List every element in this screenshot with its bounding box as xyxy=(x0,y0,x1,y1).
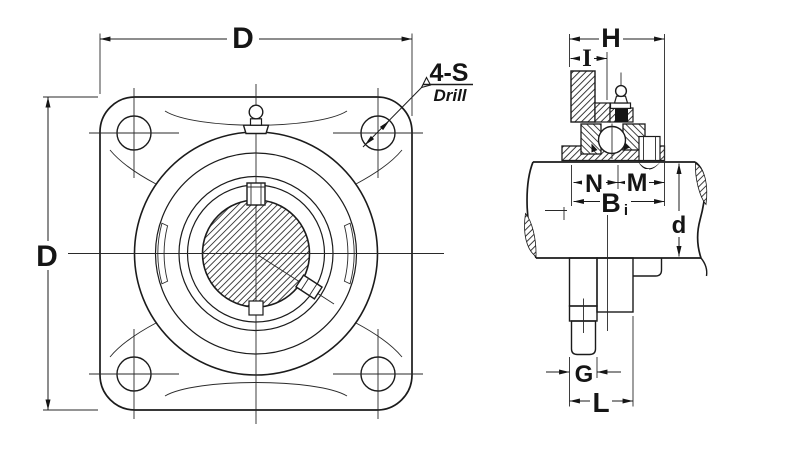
bore-relief-notch xyxy=(248,300,264,316)
dim-D-width-label: D xyxy=(232,22,254,55)
dim-H-label: H xyxy=(601,23,621,53)
diameter-arrow xyxy=(379,120,390,131)
dim-B-label: B xyxy=(601,188,621,218)
flange-step-section xyxy=(594,102,611,123)
grease-fitting-front xyxy=(242,104,270,135)
dim-N-label: N xyxy=(585,170,603,198)
dim-M-label: M xyxy=(627,169,648,197)
side-section-view xyxy=(524,70,708,356)
collar-below xyxy=(633,258,663,277)
shaft-break-left xyxy=(524,212,537,258)
dimension-H: H xyxy=(569,23,665,206)
dimension-L: L xyxy=(569,316,634,418)
dimension-d: d xyxy=(670,163,688,257)
lower-flange-and-bolt xyxy=(563,207,663,356)
set-screw-angled xyxy=(257,254,335,305)
front-view: 4-S Drill xyxy=(68,59,473,424)
shaft-break-right xyxy=(695,162,708,206)
dim-L-label: L xyxy=(592,387,609,418)
drill-note-label: Drill xyxy=(433,86,467,105)
seal-left xyxy=(591,143,598,153)
grease-fitting-side xyxy=(609,72,632,110)
boss-below xyxy=(596,257,634,313)
collar-set-screw xyxy=(637,135,662,170)
bolt-head xyxy=(570,320,597,356)
dimension-D-height: D xyxy=(32,96,98,411)
dim-I-label: I xyxy=(582,45,592,72)
dimension-B: B i xyxy=(573,188,665,219)
dimension-M: M xyxy=(618,169,665,197)
diameter-arrow xyxy=(364,135,375,146)
drill-callout-label: 4-S xyxy=(430,59,469,87)
dim-D-height-label: D xyxy=(36,240,58,273)
dim-d-label: d xyxy=(672,212,687,239)
flange-section xyxy=(570,70,596,123)
drill-leader: 4-S Drill xyxy=(362,59,473,148)
grease-thread xyxy=(615,108,628,122)
bolt-hole-crosshairs xyxy=(89,88,423,419)
dim-B-subscript: i xyxy=(624,202,628,219)
dimension-D-width: D xyxy=(99,22,413,116)
dimension-I: I xyxy=(570,45,608,100)
set-screw-top xyxy=(246,182,266,206)
dimension-G: G xyxy=(546,357,621,407)
dim-G-label: G xyxy=(575,361,594,388)
